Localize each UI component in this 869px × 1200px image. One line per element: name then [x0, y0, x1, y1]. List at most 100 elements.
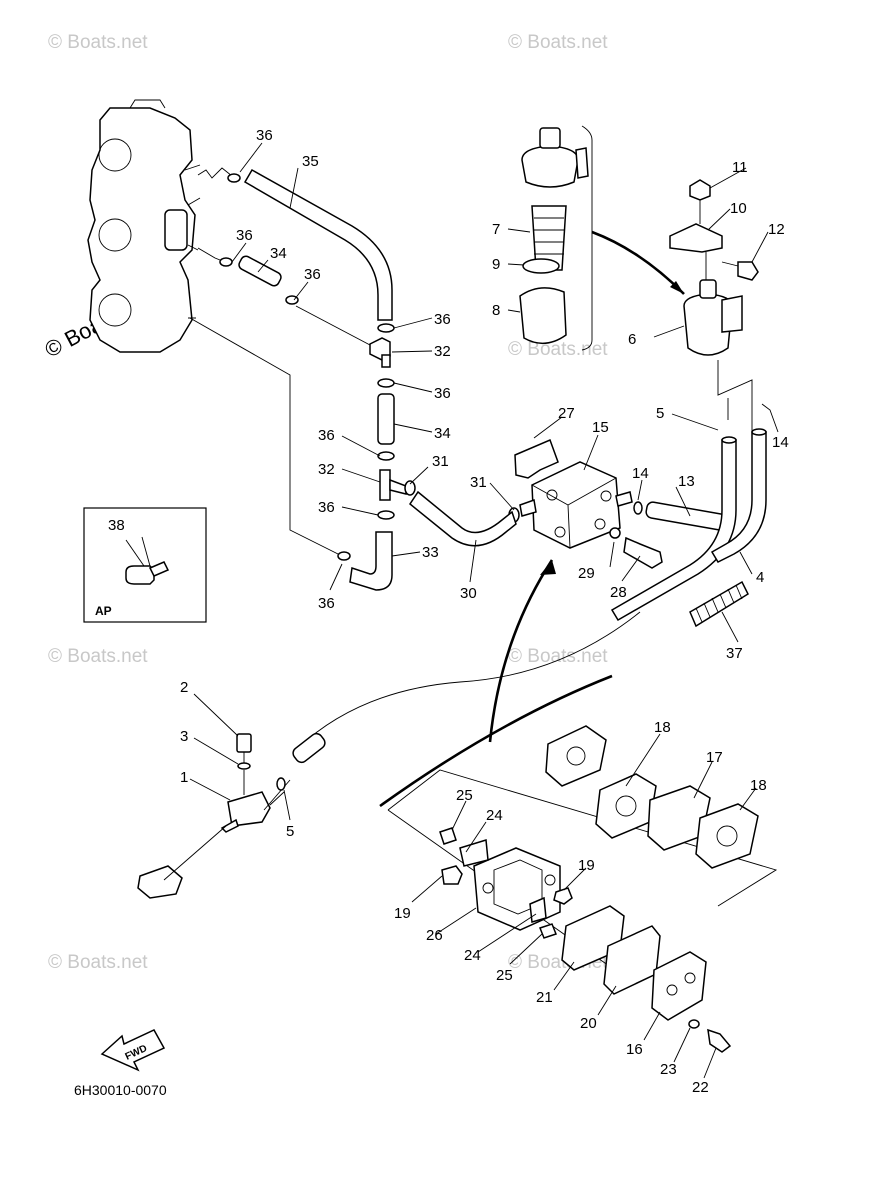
fuel-filter-6 [683, 279, 753, 432]
callout-27: 27 [558, 405, 575, 422]
watermark-text: © Boats.net [508, 339, 608, 360]
callout-37: 37 [726, 645, 743, 662]
callout-34: 34 [434, 425, 451, 442]
callout-36: 36 [318, 595, 335, 612]
callout-5: 5 [286, 823, 294, 840]
pump-cover-16 [651, 951, 707, 1021]
callout-36: 36 [434, 311, 451, 328]
nut-19 [553, 887, 573, 905]
callout-31: 31 [432, 453, 449, 470]
hose-33 [349, 531, 393, 591]
callout-leaders [141, 142, 779, 1079]
hose-4 [610, 428, 767, 622]
fwd-arrow-icon: FWD [100, 1029, 166, 1072]
assembly-arrow [488, 559, 554, 743]
callout-14: 14 [632, 465, 649, 482]
hose-30 [408, 490, 517, 547]
watermark-text: © Boats.net [508, 32, 608, 53]
nut-19 [441, 865, 463, 885]
callout-29: 29 [578, 565, 595, 582]
callout-12: 12 [768, 221, 785, 238]
callout-19: 19 [394, 905, 411, 922]
callout-11: 11 [732, 159, 748, 176]
callout-26: 26 [426, 927, 443, 944]
hose-34-vertical [377, 393, 395, 445]
callout-8: 8 [492, 302, 500, 319]
nut-11 [689, 179, 711, 201]
watermark-text: © Boats.net [48, 32, 148, 53]
callout-10: 10 [730, 200, 747, 217]
washer-23 [688, 1019, 700, 1029]
diagram-code: 6H30010-0070 [74, 1082, 167, 1098]
callout-36: 36 [318, 427, 335, 444]
callout-25: 25 [496, 967, 513, 984]
watermark-text: © Boats.net [48, 952, 148, 973]
callout-36: 36 [236, 227, 253, 244]
callout-13: 13 [678, 473, 695, 490]
screw-22 [707, 1028, 732, 1053]
spring-37 [689, 580, 749, 628]
callout-20: 20 [580, 1015, 597, 1032]
bracket-10 [669, 223, 723, 253]
callout-5: 5 [656, 405, 664, 422]
callout-25: 25 [456, 787, 473, 804]
hose-34 [238, 255, 282, 287]
callout-33: 33 [422, 544, 439, 561]
callout-31: 31 [470, 474, 487, 491]
callout-4: 4 [756, 569, 764, 586]
callout-32: 32 [434, 343, 451, 360]
callout-3: 3 [180, 728, 188, 745]
fuel-pump-15 [519, 461, 633, 549]
callout-28: 28 [610, 584, 627, 601]
callout-34: 34 [270, 245, 287, 262]
arrow-head [540, 560, 556, 575]
callout-36: 36 [304, 266, 321, 283]
hose-35 [243, 168, 393, 321]
callout-21: 21 [536, 989, 553, 1006]
callout-22: 22 [692, 1079, 709, 1096]
callout-16: 16 [626, 1041, 643, 1058]
callout-38: 38 [108, 517, 125, 534]
clip-31 [404, 480, 416, 496]
engine-block-outline [87, 99, 201, 353]
watermark-text: © Boats.net [48, 646, 148, 667]
callout-36: 36 [256, 127, 273, 144]
screw-25 [439, 827, 457, 845]
t-joints-32 [369, 337, 407, 501]
callout-18: 18 [750, 777, 767, 794]
callout-9: 9 [492, 256, 500, 273]
filter-components [519, 125, 685, 351]
washer-29 [609, 527, 621, 539]
callout-24: 24 [464, 947, 481, 964]
callout-36: 36 [318, 499, 335, 516]
hose-13 [645, 501, 727, 531]
callout-36: 36 [434, 385, 451, 402]
watermark-text: © Boats.net [508, 646, 608, 667]
inset-box-38: AP [83, 507, 207, 623]
callout-14: 14 [772, 434, 789, 451]
callout-15: 15 [592, 419, 609, 436]
callout-18: 18 [654, 719, 671, 736]
part-number-labels: 36 35 36 34 36 36 32 36 34 36 32 31 36 3… [108, 127, 789, 1096]
callout-7: 7 [492, 221, 500, 238]
inset-label: AP [95, 604, 112, 618]
pump-body-26 [459, 839, 561, 931]
callout-17: 17 [706, 749, 723, 766]
diaphragms [545, 725, 759, 869]
clip-14 [633, 501, 643, 515]
callout-30: 30 [460, 585, 477, 602]
callout-24: 24 [486, 807, 503, 824]
fuel-joint-1 [137, 733, 291, 899]
bracket-27 [514, 438, 559, 479]
assembly-lines [699, 200, 739, 280]
bolt-28 [623, 536, 663, 569]
callout-19: 19 [578, 857, 595, 874]
callout-23: 23 [660, 1061, 677, 1078]
callout-1: 1 [180, 769, 188, 786]
callout-35: 35 [302, 153, 319, 170]
bolt-12 [737, 261, 759, 281]
callout-6: 6 [628, 331, 636, 348]
screw-25 [539, 923, 557, 939]
callout-2: 2 [180, 679, 188, 696]
